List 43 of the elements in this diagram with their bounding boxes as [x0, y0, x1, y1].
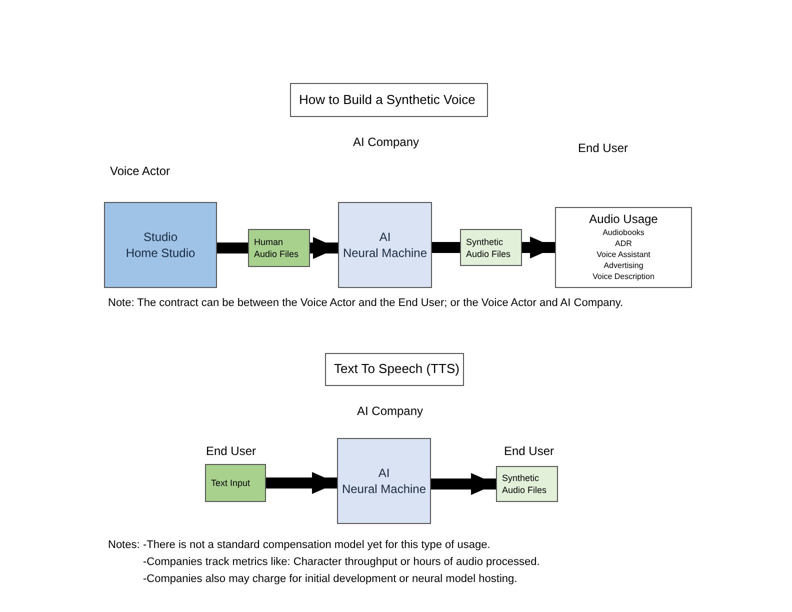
block-arrow: [310, 237, 338, 259]
note-text: AI Company: [353, 135, 420, 150]
title-box: [290, 83, 488, 117]
file-box: [248, 229, 310, 267]
box-text: Text To Speech (TTS): [334, 361, 460, 378]
box-text: Audiobooks: [602, 227, 644, 238]
process-box: [104, 202, 217, 288]
box-text: How to Build a Synthetic Voice: [299, 92, 476, 108]
box-text: Human Audio Files: [254, 236, 300, 260]
usage-box: [555, 207, 692, 288]
title-box: [325, 353, 464, 386]
file-box: [460, 229, 522, 266]
box-text: Home Studio: [126, 245, 196, 261]
box-text: ADR: [615, 238, 632, 249]
box-text: Voice Description: [592, 271, 654, 282]
note-text: -There is not a standard compensation model yet for this type of usage.: [143, 538, 490, 553]
process-box: [337, 438, 431, 524]
role-label: Voice Actor: [110, 164, 170, 179]
box-text: Studio: [143, 229, 178, 245]
role-label: End User: [504, 444, 554, 459]
box-text: Advertising: [604, 260, 644, 271]
process-box: [338, 202, 432, 288]
box-text: Neural Machine: [342, 481, 426, 497]
box-text: AI: [379, 229, 391, 245]
role-label: End User: [206, 444, 256, 459]
block-arrow: [431, 473, 496, 495]
box-text: Voice Assistant: [596, 249, 650, 260]
box-heading: Audio Usage: [589, 212, 658, 227]
box-text: Neural Machine: [342, 245, 428, 261]
input-box: [205, 464, 266, 502]
box-text: AI: [378, 465, 390, 481]
note-text: -Companies track metrics like: Character throughput or hours of audio processed.: [143, 555, 540, 570]
role-label: AI Company: [357, 404, 424, 419]
note-text: -Companies also may charge for initial development or neural model hosting.: [143, 572, 518, 587]
block-arrow: [522, 236, 555, 258]
box-text: Text Input: [211, 477, 250, 489]
file-box: [496, 466, 558, 502]
note-text: Note: The contract can be between the Voice Actor and the End User; or the Voice Actor and AI Company.: [108, 296, 624, 311]
box-text: Synthetic Audio Files: [502, 472, 548, 496]
box-text: Synthetic Audio Files: [466, 236, 512, 260]
note-text: Notes:: [108, 538, 140, 553]
block-arrow: [266, 472, 337, 494]
note-text: End User: [578, 141, 628, 156]
